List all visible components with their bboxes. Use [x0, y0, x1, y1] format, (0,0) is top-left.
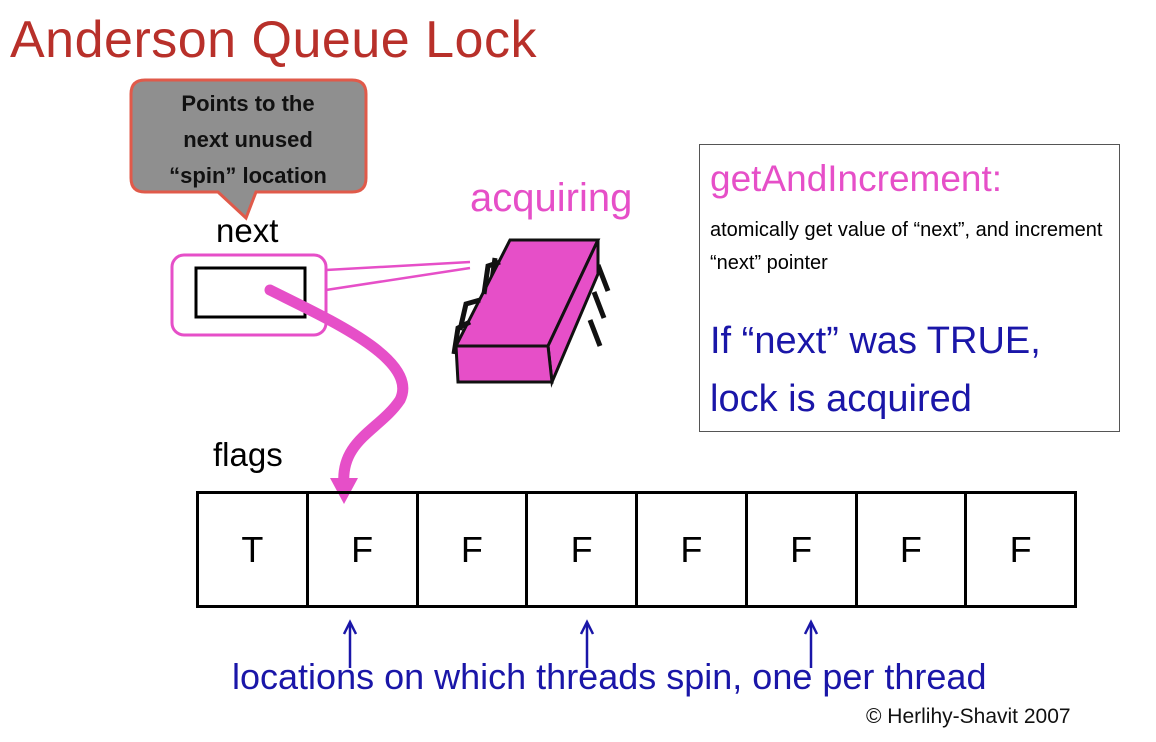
slide-title: Anderson Queue Lock [10, 11, 537, 69]
flag-cell: F [528, 494, 638, 605]
info-result: If “next” was TRUE, lock is acquired [710, 320, 1041, 420]
processor-chip-icon [451, 238, 611, 388]
flag-cell: F [638, 494, 748, 605]
spin-location-arrows [342, 619, 819, 668]
info-box [699, 144, 1120, 432]
callout-line: next unused [183, 127, 313, 152]
flag-cell: F [419, 494, 529, 605]
flag-cell: F [858, 494, 968, 605]
callout-line: Points to the [181, 91, 315, 116]
flags-array: T F F F F F F F [196, 491, 1077, 608]
acquiring-label: acquiring [470, 176, 633, 220]
callout-bubble [129, 78, 368, 221]
flag-cell: F [1009, 528, 1032, 570]
callout-line: “spin” location [169, 163, 327, 188]
next-to-flag-arrow [264, 284, 409, 504]
info-description: atomically get value of “next”, and incr… [710, 219, 1103, 274]
info-title: getAndIncrement: [710, 158, 1003, 199]
flag-cell: F [748, 494, 858, 605]
next-pointer-box [170, 253, 471, 337]
flag-cell: T [199, 494, 309, 605]
copyright: © Herlihy-Shavit 2007 [866, 705, 1071, 728]
next-label: next [216, 212, 279, 249]
flags-label: flags [213, 436, 283, 473]
caption: locations on which threads spin, one per… [232, 656, 987, 697]
flag-cell: F [309, 494, 419, 605]
callout-text: Points to the next unused “spin” locatio… [138, 86, 358, 194]
